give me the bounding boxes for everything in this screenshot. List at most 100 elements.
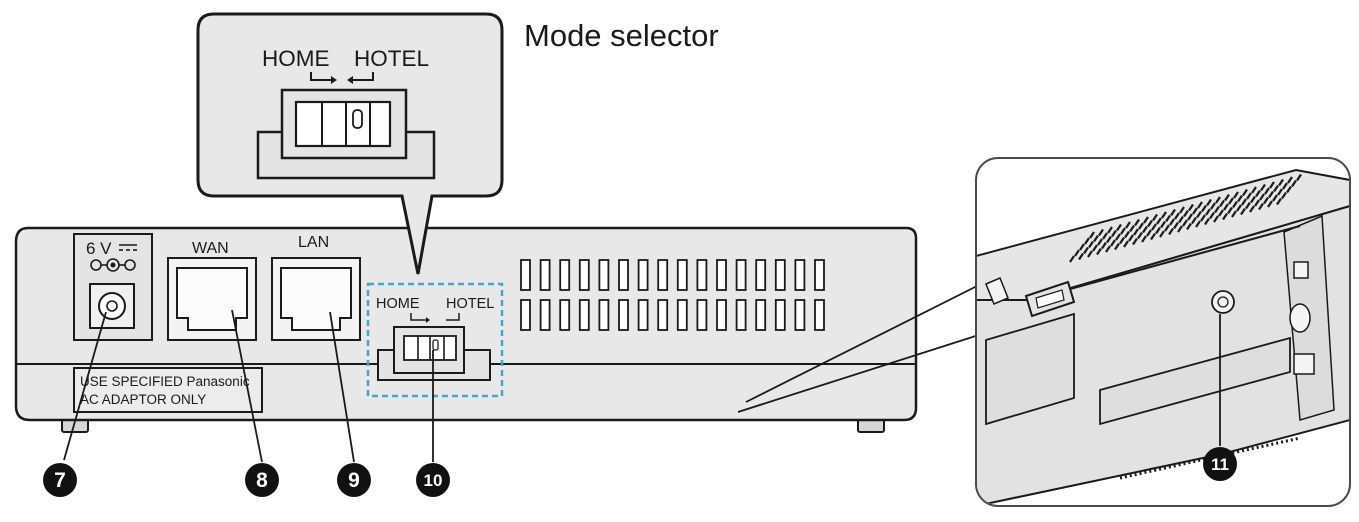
vent-slot bbox=[578, 299, 590, 331]
inset-vent-slot bbox=[1231, 210, 1237, 218]
vent-slot bbox=[539, 299, 551, 331]
inset-vent-slot bbox=[1110, 239, 1116, 247]
vent-slot bbox=[735, 299, 747, 331]
inset-vent-slot bbox=[1245, 201, 1251, 210]
vent-slot bbox=[696, 259, 708, 291]
inset-vent-slot bbox=[1240, 207, 1246, 216]
inset-vent-slot bbox=[1282, 182, 1288, 190]
inset-vent-slot bbox=[1078, 252, 1084, 261]
vent-slot bbox=[794, 299, 806, 331]
inset-vent-slot bbox=[1168, 227, 1174, 236]
inset-vent-slot bbox=[1222, 212, 1228, 221]
inset-vent-slot bbox=[1088, 240, 1094, 249]
mode-selector-highlight bbox=[366, 282, 504, 398]
inset-vent-slot bbox=[1177, 225, 1183, 233]
inset-vent-slot bbox=[1107, 226, 1113, 234]
power-jack: 6 V bbox=[73, 233, 153, 341]
inset-vent-slot bbox=[1160, 220, 1166, 229]
warning-label-box bbox=[73, 367, 263, 413]
inset-vent-slot bbox=[1106, 235, 1112, 244]
inset-vent-slot bbox=[1200, 214, 1206, 222]
inset-vent-slot bbox=[1267, 200, 1273, 208]
inset-vent-slot bbox=[1276, 197, 1282, 206]
vent-slot bbox=[755, 259, 767, 291]
wan-port: WAN bbox=[167, 240, 257, 341]
inset-vent-slot bbox=[1098, 228, 1104, 237]
inset-vent-slot bbox=[1183, 209, 1189, 218]
inset-vent-slot bbox=[1132, 237, 1138, 246]
inset-vent-slot bbox=[1161, 211, 1167, 219]
vent-slot bbox=[618, 259, 629, 291]
device-mode-selector: HOME HOTEL bbox=[366, 282, 504, 398]
vent-slot bbox=[618, 299, 629, 331]
inset-vent-slot bbox=[1111, 229, 1117, 238]
inset-vent-slot bbox=[1264, 187, 1270, 195]
inset-vent-slot bbox=[1205, 208, 1211, 216]
zoom-mode-slider[interactable] bbox=[294, 100, 392, 148]
inset-vent-slot bbox=[1115, 233, 1121, 241]
inset-vent-slot bbox=[1219, 199, 1225, 208]
inset-vent-slot bbox=[1174, 212, 1180, 220]
inset-vent-slot bbox=[1273, 184, 1279, 193]
inset-vent-slot bbox=[1242, 188, 1248, 197]
inset-vent-slot bbox=[1249, 205, 1255, 213]
inset-vent-slot bbox=[1186, 222, 1192, 231]
inset-vent-slot bbox=[1277, 188, 1283, 196]
vent-slot bbox=[716, 299, 727, 331]
inset-vent-slot bbox=[1201, 204, 1207, 213]
inset-vent-slot bbox=[1228, 197, 1234, 205]
inset-vent-slot bbox=[1232, 200, 1238, 209]
callout-9: 9 bbox=[337, 463, 371, 497]
inset-vent-slot bbox=[1141, 235, 1147, 243]
inset-vent-slot bbox=[1096, 247, 1102, 256]
inset-vent-slot bbox=[1114, 242, 1120, 251]
vent-slot bbox=[637, 259, 649, 291]
inset-vent-slot bbox=[1120, 227, 1126, 235]
callout-8-number: 8 bbox=[256, 469, 268, 492]
inset-vent-slot bbox=[1195, 220, 1201, 228]
inset-vent-slot bbox=[1296, 173, 1302, 182]
inset-vent-slot bbox=[1105, 245, 1111, 253]
vent-slot bbox=[814, 259, 825, 291]
warning-label: USE SPECIFIED Panasonic AC ADAPTOR ONLY bbox=[73, 367, 263, 413]
vent-slot bbox=[559, 259, 571, 291]
inset-vent-slot bbox=[1128, 234, 1134, 242]
inset-vent-slot bbox=[1281, 191, 1287, 200]
inset-vent-slot bbox=[1123, 240, 1129, 248]
inset-connector-upper bbox=[745, 281, 986, 403]
inset-vent-slot bbox=[1129, 224, 1135, 233]
inset-vent-slot bbox=[1227, 206, 1233, 215]
inset-vent-slot bbox=[1255, 189, 1261, 198]
inset-vent-slot bbox=[1237, 194, 1243, 203]
lan-port-label: LAN bbox=[298, 234, 329, 251]
reset-button[interactable] bbox=[1211, 290, 1235, 314]
inset-vent-slot bbox=[1291, 179, 1297, 188]
inset-vent-slot bbox=[1159, 230, 1165, 238]
vent-slot bbox=[716, 259, 727, 291]
callout-10-number: 10 bbox=[424, 471, 443, 490]
inset-vent-slot bbox=[1089, 231, 1095, 239]
inset-vent-slot bbox=[1125, 221, 1131, 229]
inset-vent-slot bbox=[1119, 236, 1125, 245]
callout-7: 7 bbox=[43, 463, 77, 497]
callout-9-number: 9 bbox=[348, 469, 360, 492]
vent-slot bbox=[755, 299, 767, 331]
inset-vent-slot bbox=[1272, 194, 1278, 202]
inset-vent-slot bbox=[1083, 246, 1089, 255]
inset-vent-slot bbox=[1165, 214, 1171, 223]
inset-vent-slot bbox=[1092, 244, 1098, 252]
inset-vent-slot bbox=[1093, 234, 1099, 243]
callout-leaders bbox=[63, 309, 434, 463]
vent-slot bbox=[539, 259, 551, 291]
inset-vent-slot bbox=[1224, 193, 1230, 202]
vent-slot bbox=[814, 299, 825, 331]
callout-10: 10 bbox=[416, 463, 450, 497]
callout-11: 11 bbox=[1203, 447, 1237, 481]
vent-slot bbox=[559, 299, 571, 331]
inset-vent-slot bbox=[1079, 243, 1085, 251]
inset-vent-slot bbox=[1143, 216, 1149, 224]
inset-vent-slot bbox=[1150, 232, 1156, 241]
inset-vent-slot bbox=[1164, 224, 1170, 232]
inset-vent-slot bbox=[1191, 216, 1197, 225]
